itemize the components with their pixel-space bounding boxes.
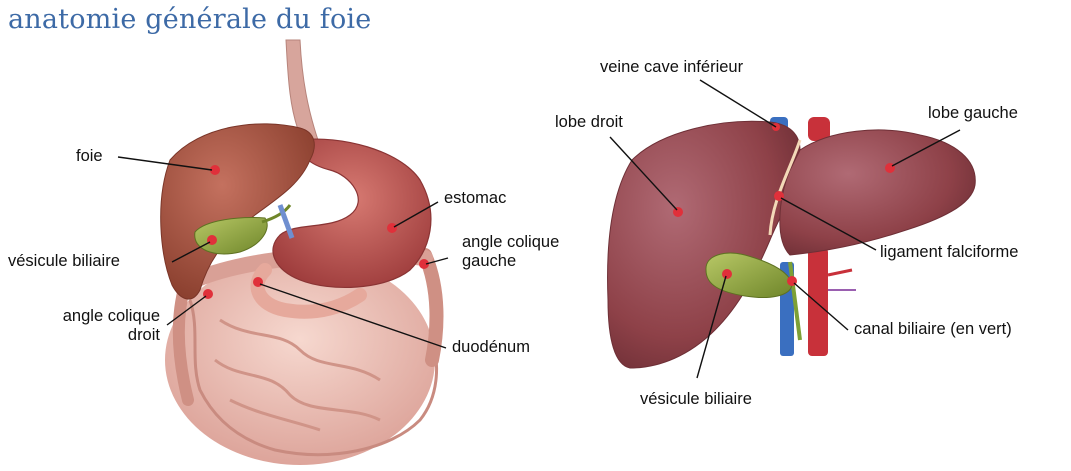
intestines-shape (165, 255, 437, 465)
label-estomac: estomac (444, 189, 506, 208)
left-anatomy-figure (118, 40, 448, 465)
label-canal-biliaire: canal biliaire (en vert) (854, 320, 1012, 339)
aorta-bottom-shape (808, 248, 828, 356)
label-ligament-falciforme: ligament falciforme (880, 243, 1018, 262)
label-vesicule-biliaire-right: vésicule biliaire (640, 390, 752, 409)
marker-estomac (387, 223, 397, 233)
label-angle-colique-droit-line2: droit (26, 326, 160, 345)
label-lobe-droit: lobe droit (555, 113, 623, 132)
label-angle-colique-gauche: angle colique gauche (462, 233, 559, 271)
label-angle-colique-droit-line1: angle colique (26, 307, 160, 326)
label-vesicule-biliaire-left: vésicule biliaire (8, 252, 120, 271)
label-veine-cave-inferieur: veine cave inférieur (600, 58, 743, 77)
label-angle-colique-gauche-line1: angle colique (462, 233, 559, 252)
label-angle-colique-gauche-line2: gauche (462, 252, 559, 271)
liver-right-lobe-shape (608, 121, 800, 368)
marker-duodenum (253, 277, 263, 287)
esophagus-shape (286, 40, 318, 140)
label-foie: foie (76, 147, 103, 166)
label-lobe-gauche: lobe gauche (928, 104, 1018, 123)
liver-left-lobe-shape (780, 130, 975, 255)
marker-vesicule-right (722, 269, 732, 279)
label-angle-colique-droit: angle colique droit (26, 307, 160, 345)
marker-lobe-droit (673, 207, 683, 217)
label-duodenum: duodénum (452, 338, 530, 357)
